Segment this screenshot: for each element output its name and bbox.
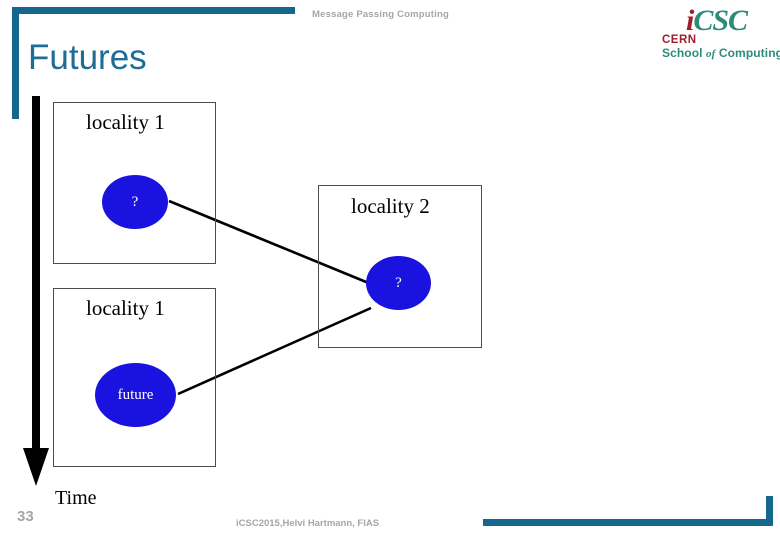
icsc-logo: iCSC CERN School of Computing: [652, 4, 780, 62]
time-axis-arrow-icon: [23, 96, 49, 486]
decorative-top-bar: [12, 7, 295, 14]
logo-wordmark-icon: iCSC: [686, 4, 748, 37]
node-future: future: [95, 363, 176, 427]
logo-letters-csc: CSC: [693, 4, 748, 37]
logo-cern-text: CERN: [662, 34, 697, 46]
locality-box-1-label: locality 1: [86, 110, 165, 134]
node-question-1: ?: [102, 175, 168, 229]
locality-box-2-label: locality 2: [351, 194, 430, 218]
locality-box-2: [318, 185, 482, 348]
logo-school-text: School of Computing: [662, 46, 780, 60]
page-title: Futures: [28, 38, 147, 77]
page-number: 33: [17, 508, 34, 525]
locality-box-3-label: locality 1: [86, 296, 165, 320]
slide-header-text: Message Passing Computing: [312, 9, 449, 20]
logo-school-post: Computing: [715, 46, 780, 60]
decorative-bottom-bar: [483, 519, 773, 526]
decorative-left-bar: [12, 7, 19, 119]
logo-letter-i: i: [686, 4, 694, 37]
logo-school-of: of: [706, 48, 716, 60]
node-question-2: ?: [366, 256, 431, 310]
time-axis-label: Time: [55, 487, 97, 509]
locality-box-1: [53, 102, 216, 264]
locality-box-3: [53, 288, 216, 467]
logo-school-pre: School: [662, 46, 707, 60]
decorative-bottom-right-bar: [766, 496, 773, 526]
footer-credit: iCSC2015,Helvi Hartmann, FIAS: [236, 518, 380, 529]
